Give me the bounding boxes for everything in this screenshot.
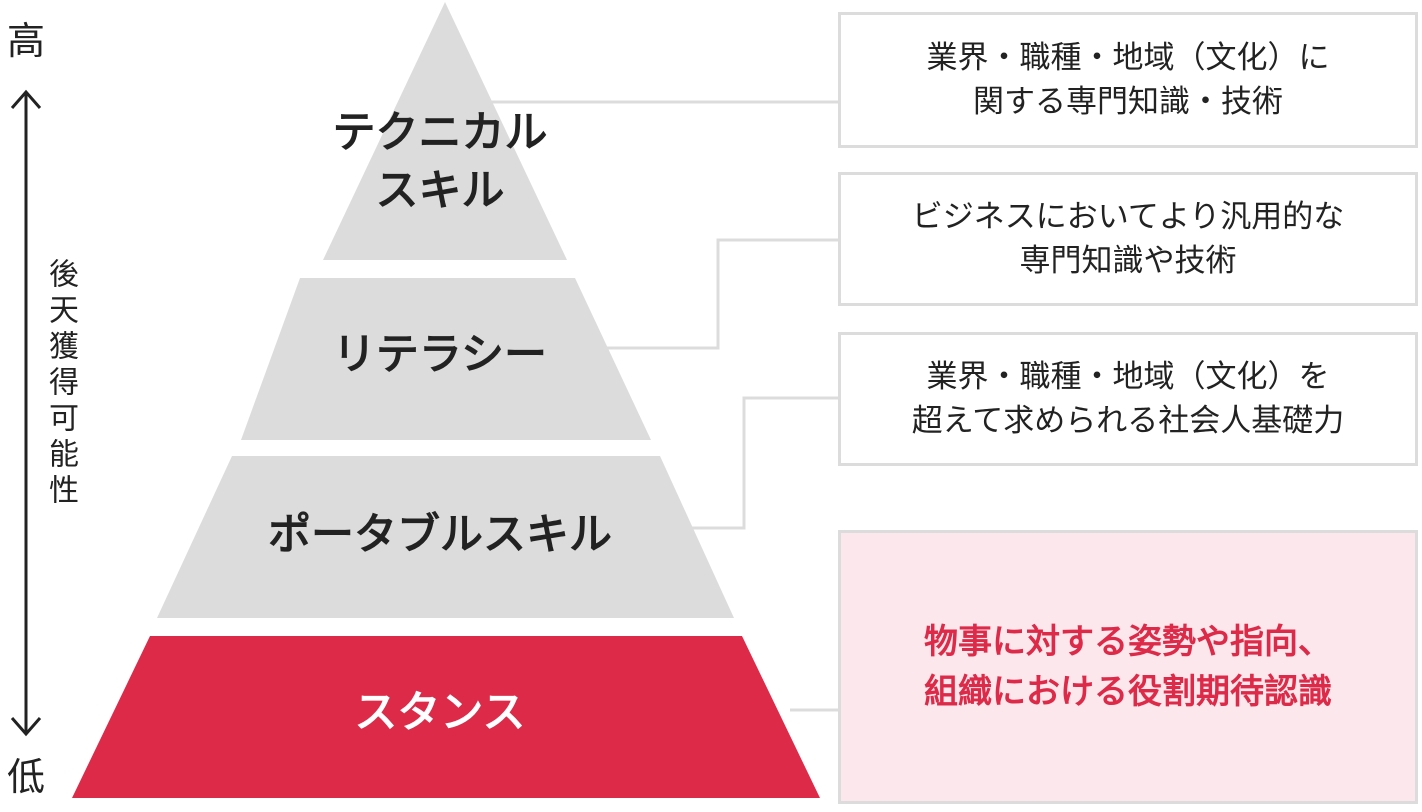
tier-label-technical-skill: テクニカル スキル (290, 104, 590, 220)
axis-arrow-up-head (10, 89, 42, 109)
tier-literacy-shape (241, 278, 651, 440)
tier-label-portable-skill: ポータブルスキル (200, 506, 680, 564)
tier-stance-shape (72, 636, 820, 798)
axis-arrow-down-head (10, 717, 42, 737)
description-box-stance: 物事に対する姿勢や指向、 組織における役割期待認識 (838, 530, 1418, 804)
description-line: 業界・職種・地域（文化）に (926, 40, 1330, 76)
connector-literacy (606, 238, 838, 350)
tier-label-line: リテラシー (332, 330, 548, 380)
description-line: 専門知識や技術 (1019, 243, 1237, 279)
axis-high-label: 高 (6, 19, 45, 63)
connector-portable (692, 396, 838, 530)
description-line: 物事に対する姿勢や指向、 (924, 622, 1332, 662)
tier-technical-shape (323, 2, 567, 260)
tier-label-line: スタンス (354, 688, 526, 738)
tier-label-line: スキル (375, 166, 505, 216)
description-box-technical-skill: 業界・職種・地域（文化）に 関する専門知識・技術 (838, 12, 1418, 148)
description-line: 組織における役割期待認識 (924, 672, 1332, 712)
description-line: 超えて求められる社会人基礎力 (911, 403, 1345, 439)
description-box-literacy: ビジネスにおいてより汎用的な 専門知識や技術 (838, 172, 1418, 306)
description-line: ビジネスにおいてより汎用的な (911, 199, 1345, 235)
tier-label-line: ポータブルスキル (268, 510, 612, 560)
axis-title: 後天獲得可能性 (42, 252, 82, 516)
axis-low-label: 低 (6, 755, 45, 799)
tier-portable-shape (157, 456, 734, 618)
description-line: 関する専門知識・技術 (973, 84, 1283, 120)
tier-label-literacy: リテラシー (270, 326, 610, 384)
description-line: 業界・職種・地域（文化）を (926, 359, 1330, 395)
tier-label-stance: スタンス (250, 684, 630, 742)
tier-label-line: テクニカル (332, 108, 548, 158)
description-box-portable-skill: 業界・職種・地域（文化）を 超えて求められる社会人基礎力 (838, 332, 1418, 466)
